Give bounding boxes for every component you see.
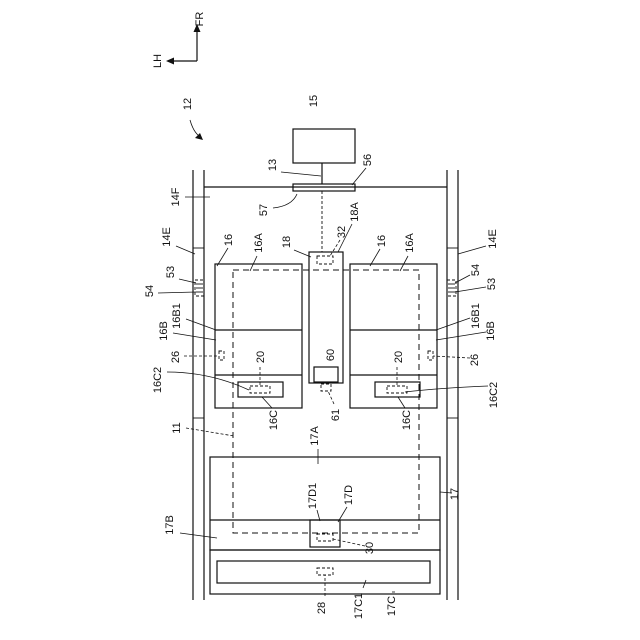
label-26-right: 26 [469, 354, 481, 366]
leader-17D1 [317, 510, 320, 521]
label-30: 30 [364, 542, 376, 554]
label-53-right: 53 [486, 278, 498, 290]
leader-61 [328, 391, 334, 404]
leader-32 [330, 240, 340, 256]
rear-seat-outline [210, 457, 440, 550]
right-seat-unit-16C [375, 382, 420, 397]
leader-56 [352, 168, 366, 185]
right-seat-sensor-16C2 [387, 386, 407, 393]
label-17B: 17B [164, 515, 176, 535]
label-18: 18 [281, 236, 293, 248]
rear-seat-17 [210, 457, 440, 594]
label-16C-left: 16C [268, 410, 280, 430]
orientation-indicator: FR LH [152, 12, 206, 68]
right-seat-16 [350, 264, 437, 408]
label-14E-left: 14E [161, 227, 173, 247]
label-13: 13 [267, 159, 279, 171]
label-14F: 14F [170, 187, 182, 206]
label-57: 57 [258, 204, 270, 216]
leader-14E-right [458, 246, 486, 254]
label-54-right: 54 [470, 264, 482, 276]
leader-17B [180, 533, 217, 538]
label-60: 60 [325, 349, 337, 361]
rear-seat-inner-17C1 [217, 561, 430, 583]
leader-54-right [455, 275, 470, 283]
console-outline [309, 252, 343, 383]
label-17C: 17C [386, 596, 398, 616]
leader-13 [281, 172, 321, 176]
leader-54-left [158, 292, 196, 293]
label-16A-right: 16A [404, 233, 416, 253]
leader-14E-left [176, 246, 195, 254]
leader-16-left [217, 248, 228, 266]
leader-16C-left [262, 397, 272, 408]
region-11-dashed [233, 270, 419, 533]
rear-seat-back-17C [210, 550, 440, 594]
label-16B1-right: 16B1 [470, 303, 482, 329]
leader-17C1 [363, 580, 366, 588]
rear-seat-sensor-30 [317, 534, 333, 541]
forward-label: FR [194, 12, 206, 27]
left-side-sensor-53 [195, 280, 204, 296]
label-16-left: 16 [223, 234, 235, 246]
left-arrow-head [166, 58, 174, 65]
label-14E-right: 14E [487, 229, 499, 249]
rear-seat-sensor-28 [317, 568, 333, 575]
leader-26-right [433, 356, 470, 358]
label-20-right: 20 [393, 351, 405, 363]
label-15: 15 [308, 95, 320, 107]
leader-57 [273, 194, 297, 208]
leader-12 [190, 120, 199, 136]
leader-53-right [455, 287, 486, 292]
label-17D: 17D [343, 485, 355, 505]
label-16A-left: 16A [253, 233, 265, 253]
label-16B-right: 16B [485, 321, 497, 341]
label-54-left: 54 [144, 285, 156, 297]
label-16B-left: 16B [158, 321, 170, 341]
label-16B1-left: 16B1 [171, 303, 183, 329]
label-17D1: 17D1 [307, 483, 319, 509]
right-side-sensor-53 [447, 280, 456, 296]
console-sensor-61 [321, 384, 331, 391]
left-seat-sensor-16C2 [250, 386, 270, 393]
component-15 [293, 129, 355, 163]
center-console-18 [309, 252, 343, 391]
leader-30 [333, 539, 365, 546]
label-17A: 17A [309, 426, 321, 446]
arrow-12-head [195, 133, 203, 140]
label-56: 56 [362, 154, 374, 166]
left-seat-sensor-26 [219, 351, 224, 360]
label-17C1: 17C1 [353, 593, 365, 619]
label-16C2-right: 16C2 [488, 382, 500, 408]
label-18A: 18A [349, 202, 361, 222]
label-26-left: 26 [170, 351, 182, 363]
leader-16B-right [436, 332, 486, 340]
label-16C2-left: 16C2 [152, 367, 164, 393]
label-17: 17 [449, 488, 461, 500]
left-label: LH [152, 54, 164, 68]
label-11: 11 [171, 422, 183, 433]
left-seat-outline [215, 264, 302, 408]
console-sensor-32 [317, 256, 333, 264]
label-16-right: 16 [376, 235, 388, 247]
left-seat-unit-16C [238, 382, 283, 397]
label-20-left: 20 [255, 351, 267, 363]
right-seat-sensor-26 [428, 351, 433, 360]
leader-16B1-right [436, 318, 470, 330]
label-16C-right: 16C [401, 410, 413, 430]
label-61: 61 [330, 409, 342, 421]
label-28: 28 [316, 602, 328, 614]
leader-16B1-left [186, 319, 216, 330]
leader-16C-right [398, 397, 405, 408]
console-unit-60 [314, 367, 338, 382]
leader-16B-left [173, 333, 216, 340]
left-seat-16 [215, 264, 302, 408]
label-12: 12 [182, 98, 194, 110]
label-53-left: 53 [165, 266, 177, 278]
